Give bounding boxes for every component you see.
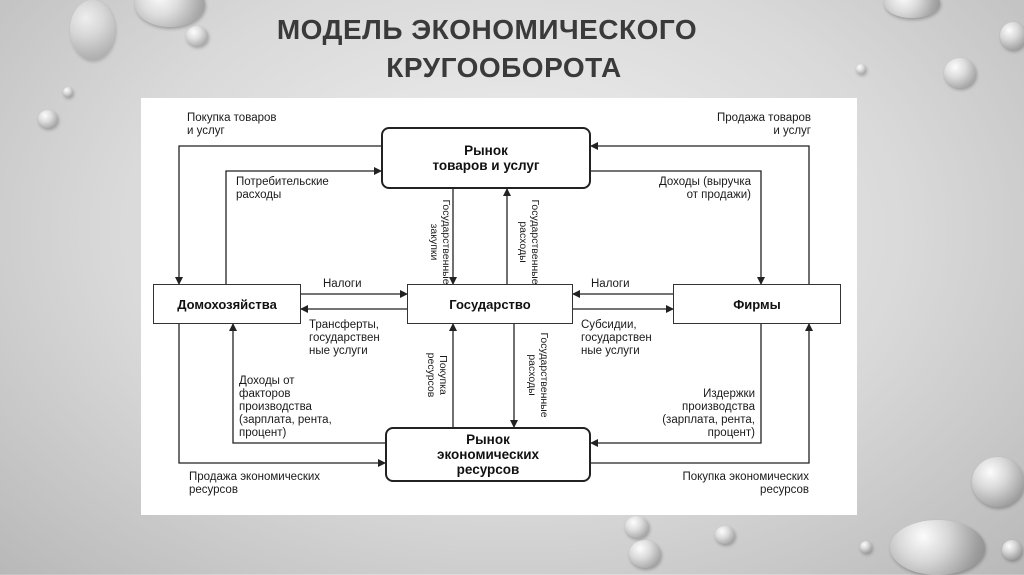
resources-market-line-3: ресурсов bbox=[456, 462, 520, 477]
goods-market-line-1: Рынок bbox=[464, 143, 508, 158]
water-drop-decoration bbox=[884, 0, 940, 18]
label-purchase-resources-gov: Покупка ресурсов bbox=[425, 352, 449, 398]
label-transfers: Трансферты, государствен ные услуги bbox=[309, 319, 380, 357]
water-drop-decoration bbox=[38, 110, 58, 128]
label-gov-spending-bottom: Государственные расходы bbox=[526, 332, 550, 418]
water-drop-decoration bbox=[860, 541, 872, 553]
water-drop-decoration bbox=[1000, 22, 1024, 50]
water-drop-decoration bbox=[972, 457, 1024, 507]
label-subsidies: Субсидии, государствен ные услуги bbox=[581, 319, 652, 357]
water-drop-decoration bbox=[856, 64, 866, 74]
label-purchase-resources: Покупка экономических ресурсов bbox=[682, 471, 809, 496]
label-taxes-firms: Налоги bbox=[591, 278, 630, 290]
arrow-revenue bbox=[591, 170, 765, 285]
goods-market-line-2: товаров и услуг bbox=[432, 158, 540, 173]
water-drop-decoration bbox=[944, 58, 976, 88]
label-gov-purchases: Государственные закупки bbox=[428, 199, 452, 285]
slide-title-line-1: МОДЕЛЬ ЭКОНОМИЧЕСКОГО bbox=[276, 14, 698, 45]
label-taxes-households: Налоги bbox=[323, 278, 362, 290]
label-consumer-spending: Потребительские расходы bbox=[236, 176, 329, 201]
label-sale-resources: Продажа экономических ресурсов bbox=[189, 471, 321, 496]
resources-market-line-2: экономических bbox=[436, 447, 540, 462]
water-drop-decoration bbox=[625, 516, 649, 538]
water-drop-decoration bbox=[890, 520, 985, 575]
resources-market-line-1: Рынок bbox=[466, 432, 510, 447]
arrow-consumer-spending bbox=[225, 167, 382, 284]
label-factor-income: Доходы от факторов производства (зарплат… bbox=[239, 375, 332, 439]
water-drop-decoration bbox=[63, 87, 73, 97]
government-label: Государство bbox=[449, 296, 531, 312]
label-revenue: Доходы (выручка от продажи) bbox=[658, 176, 751, 201]
arrow-purchase-goods bbox=[175, 145, 381, 285]
label-sale-goods: Продажа товаров и услуг bbox=[716, 112, 811, 137]
water-drop-decoration bbox=[70, 0, 115, 60]
resources-market-node: Рынок экономических ресурсов bbox=[385, 427, 591, 482]
label-production-costs: Издержки производства (зарплата, рента, … bbox=[662, 388, 755, 439]
water-drop-decoration bbox=[1002, 540, 1022, 560]
arrow-sale-resources bbox=[178, 324, 386, 467]
water-drop-decoration bbox=[629, 540, 661, 568]
households-label: Домохозяйства bbox=[177, 296, 277, 312]
households-node: Домохозяйства bbox=[153, 284, 301, 324]
circular-flow-diagram: Рынок товаров и услуг Домохозяйства Госу… bbox=[141, 98, 857, 515]
water-drop-decoration bbox=[715, 526, 735, 544]
arrow-purchase-resources bbox=[591, 323, 813, 464]
goods-market-node: Рынок товаров и услуг bbox=[381, 127, 591, 189]
label-purchase-goods: Покупка товаров и услуг bbox=[187, 112, 277, 137]
flow-arrows bbox=[175, 142, 813, 467]
arrow-sale-goods bbox=[590, 142, 810, 284]
firms-node: Фирмы bbox=[673, 284, 841, 324]
firms-label: Фирмы bbox=[733, 296, 781, 312]
slide-title-line-2: КРУГООБОРОТА bbox=[386, 52, 622, 83]
arrow-factor-income bbox=[229, 323, 385, 444]
arrow-production-costs bbox=[590, 324, 762, 447]
water-drop-decoration bbox=[186, 26, 208, 46]
government-node: Государство bbox=[407, 284, 573, 324]
label-gov-spending-top: Государственные расходы bbox=[517, 199, 541, 285]
